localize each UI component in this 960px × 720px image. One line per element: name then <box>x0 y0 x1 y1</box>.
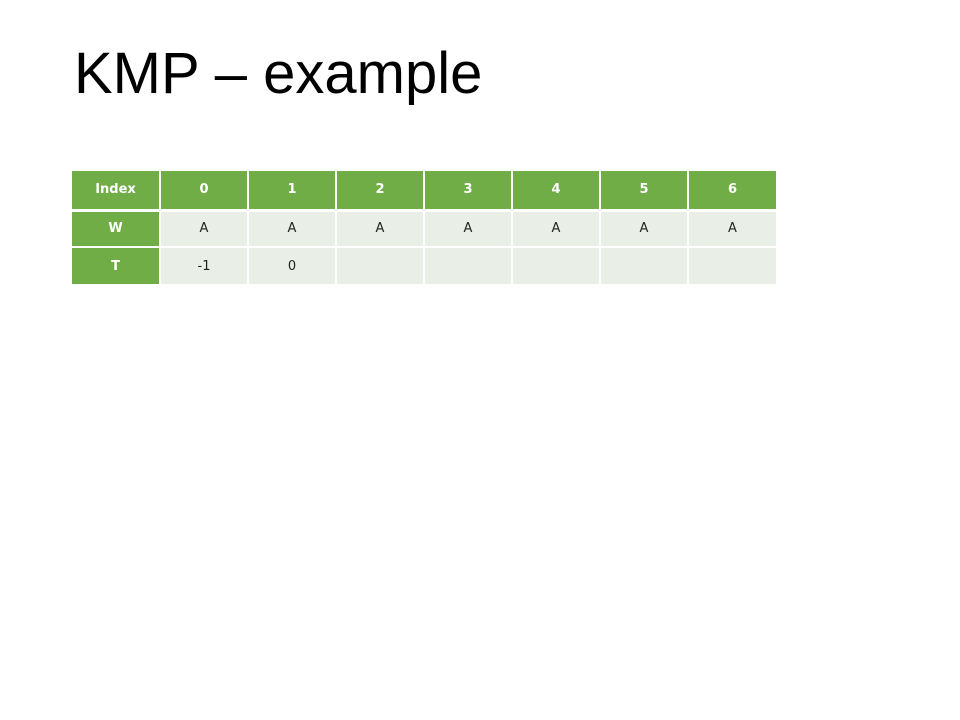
table-cell: A <box>687 210 776 248</box>
table-header-row: Index 0 1 2 3 4 5 6 <box>72 171 776 212</box>
row-label-w: W <box>72 210 160 248</box>
header-cell: 5 <box>599 171 688 212</box>
header-cell: 6 <box>687 171 776 212</box>
row-label-t: T <box>72 247 160 286</box>
header-cell: 2 <box>335 171 424 212</box>
table-cell: A <box>511 210 600 248</box>
table-cell <box>335 247 424 286</box>
table-cell: -1 <box>159 247 248 286</box>
table-cell: A <box>423 210 512 248</box>
header-cell: 3 <box>423 171 512 212</box>
table-cell <box>511 247 600 286</box>
header-cell: 1 <box>247 171 336 212</box>
table-cell <box>599 247 688 286</box>
table-cell: A <box>247 210 336 248</box>
table-row-t: T -1 0 <box>72 247 776 286</box>
table-cell: A <box>159 210 248 248</box>
header-cell: 0 <box>159 171 248 212</box>
table-cell: 0 <box>247 247 336 286</box>
table-cell <box>423 247 512 286</box>
table-row-w: W A A A A A A A <box>72 210 776 248</box>
table-cell: A <box>599 210 688 248</box>
kmp-table: Index 0 1 2 3 4 5 6 W A A A A A A A T -1… <box>72 171 776 286</box>
table-cell <box>687 247 776 286</box>
header-cell-index: Index <box>72 171 160 212</box>
table-cell: A <box>335 210 424 248</box>
slide-title: KMP – example <box>74 41 483 106</box>
header-cell: 4 <box>511 171 600 212</box>
